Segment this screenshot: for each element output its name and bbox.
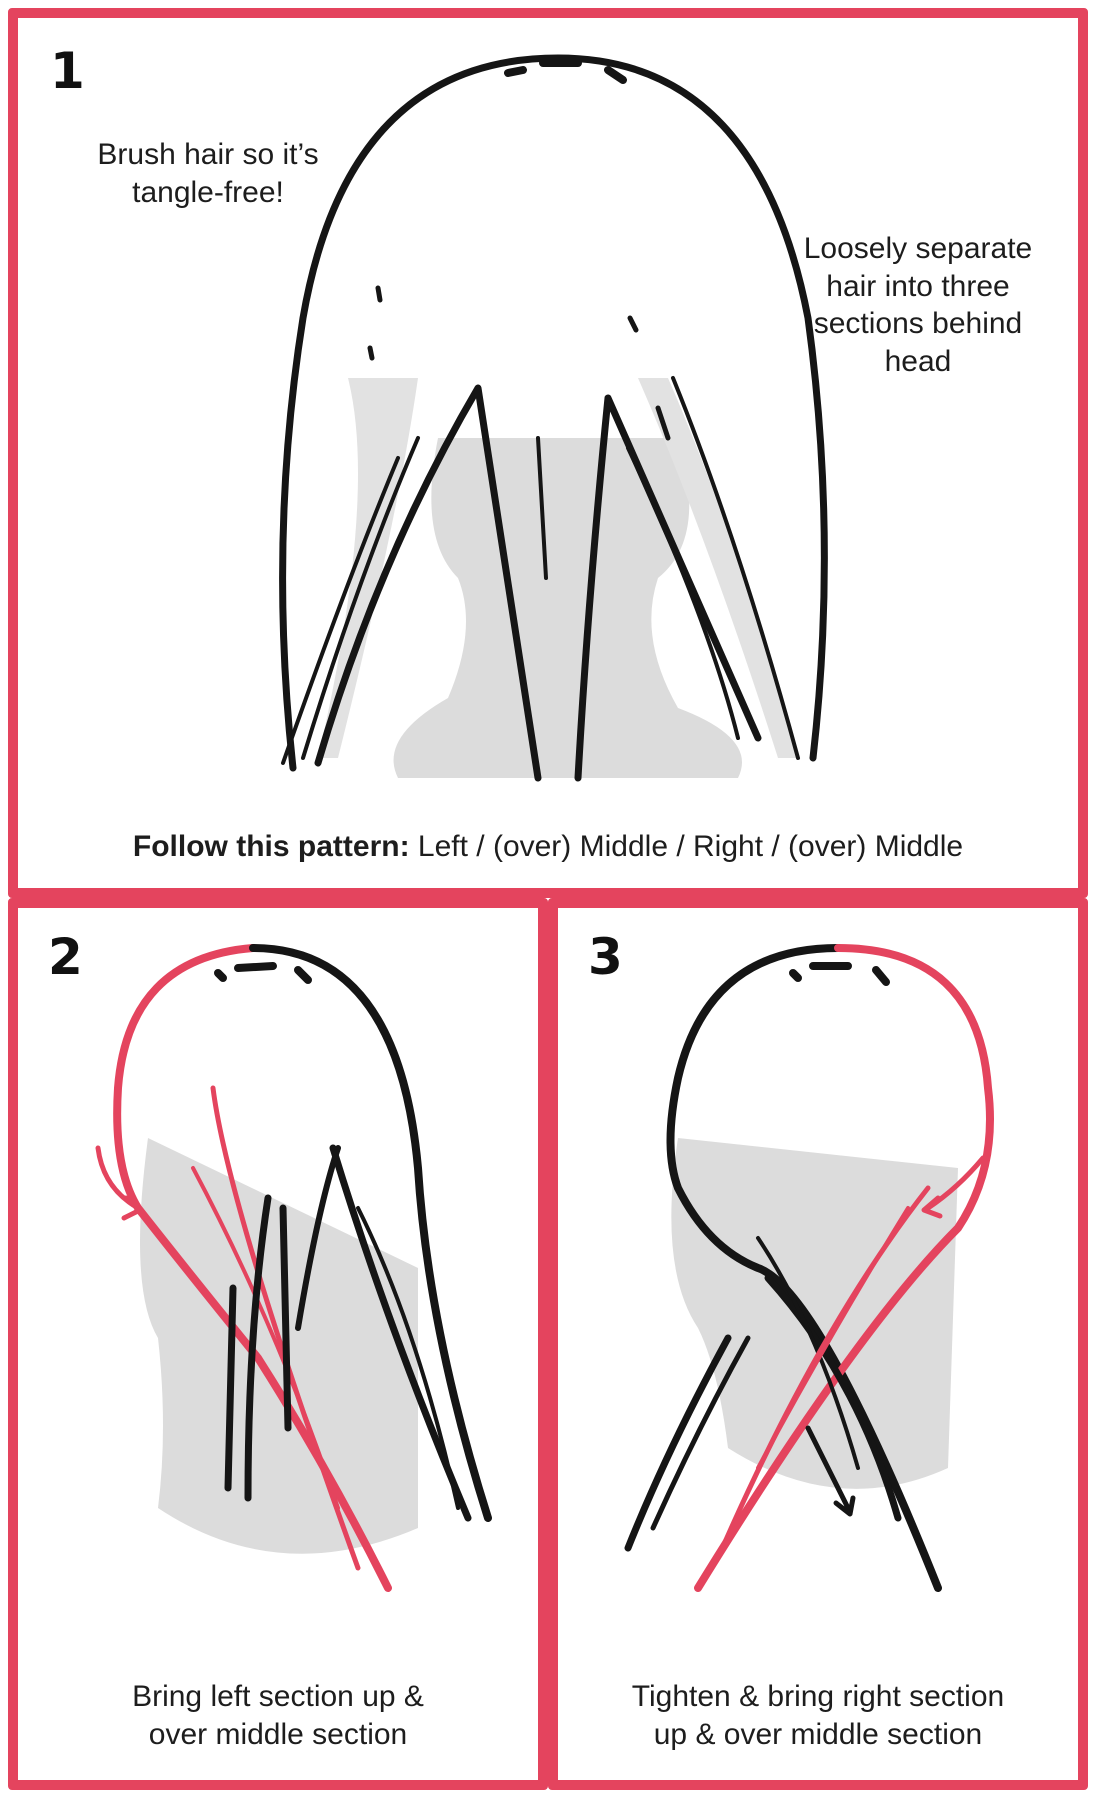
pattern-label: Follow this pattern: bbox=[132, 830, 410, 863]
right-section bbox=[224, 1194, 292, 1502]
step-2-caption: Bring left section up & over middle sect… bbox=[58, 1678, 498, 1753]
separate-note-line-4: head bbox=[884, 344, 952, 378]
head-outline bbox=[279, 54, 828, 772]
brush-note: Brush hair so it’s tangle-free! bbox=[78, 136, 338, 211]
head-crown-marks bbox=[214, 962, 312, 984]
separate-note: Loosely separate hair into three section… bbox=[788, 230, 1048, 380]
direction-arrow-icon bbox=[95, 1145, 143, 1221]
head-outline-left bbox=[666, 944, 942, 1592]
middle-section bbox=[764, 1274, 902, 1522]
middle-section bbox=[574, 394, 762, 782]
direction-arrow-icon bbox=[921, 1155, 986, 1219]
down-arrow-icon bbox=[805, 1425, 856, 1517]
left-section-outline bbox=[113, 944, 392, 1592]
brush-note-line-1: Brush hair so it’s bbox=[97, 138, 319, 171]
caption-line-1: Bring left section up & bbox=[132, 1680, 424, 1713]
step-3-caption: Tighten & bring right section up & over … bbox=[578, 1678, 1058, 1753]
head-shadow bbox=[671, 1138, 958, 1489]
left-over-middle-illustration bbox=[95, 944, 492, 1592]
head-crown-marks bbox=[789, 962, 890, 986]
step-3-panel: 3 Tighten & bring right section up & ove… bbox=[548, 898, 1088, 1790]
step-number: 2 bbox=[48, 928, 83, 986]
right-section-outline bbox=[694, 944, 994, 1592]
step-2-panel: 2 Bring left section up & over middle se… bbox=[8, 898, 548, 1790]
caption-line-2: over middle section bbox=[148, 1717, 408, 1751]
head-three-sections-illustration bbox=[279, 54, 828, 782]
right-over-middle-illustration bbox=[624, 944, 994, 1592]
caption-line-2: up & over middle section bbox=[653, 1717, 983, 1751]
pattern-text: Left / (over) Middle / Right / (over) Mi… bbox=[417, 830, 964, 863]
hair-shading-right bbox=[638, 378, 798, 758]
brush-note-line-2: tangle-free! bbox=[132, 175, 284, 209]
head-shadow bbox=[393, 438, 742, 778]
step-1-panel: 1 Brush hair so it’s tangle-free! Loosel… bbox=[8, 8, 1088, 898]
left-section bbox=[624, 1334, 732, 1552]
separate-note-line-2: hair into three bbox=[826, 269, 1010, 303]
separate-note-line-3: sections behind bbox=[813, 307, 1023, 340]
head-crown-marks bbox=[504, 59, 627, 84]
step-number: 3 bbox=[588, 928, 623, 986]
separate-note-line-1: Loosely separate bbox=[803, 232, 1033, 265]
step-number: 1 bbox=[50, 42, 85, 100]
caption-line-1: Tighten & bring right section bbox=[631, 1680, 1005, 1713]
left-section bbox=[314, 384, 542, 782]
head-outline-right bbox=[249, 944, 492, 1522]
braid-pattern: Follow this pattern: Left / (over) Middl… bbox=[18, 830, 1078, 864]
